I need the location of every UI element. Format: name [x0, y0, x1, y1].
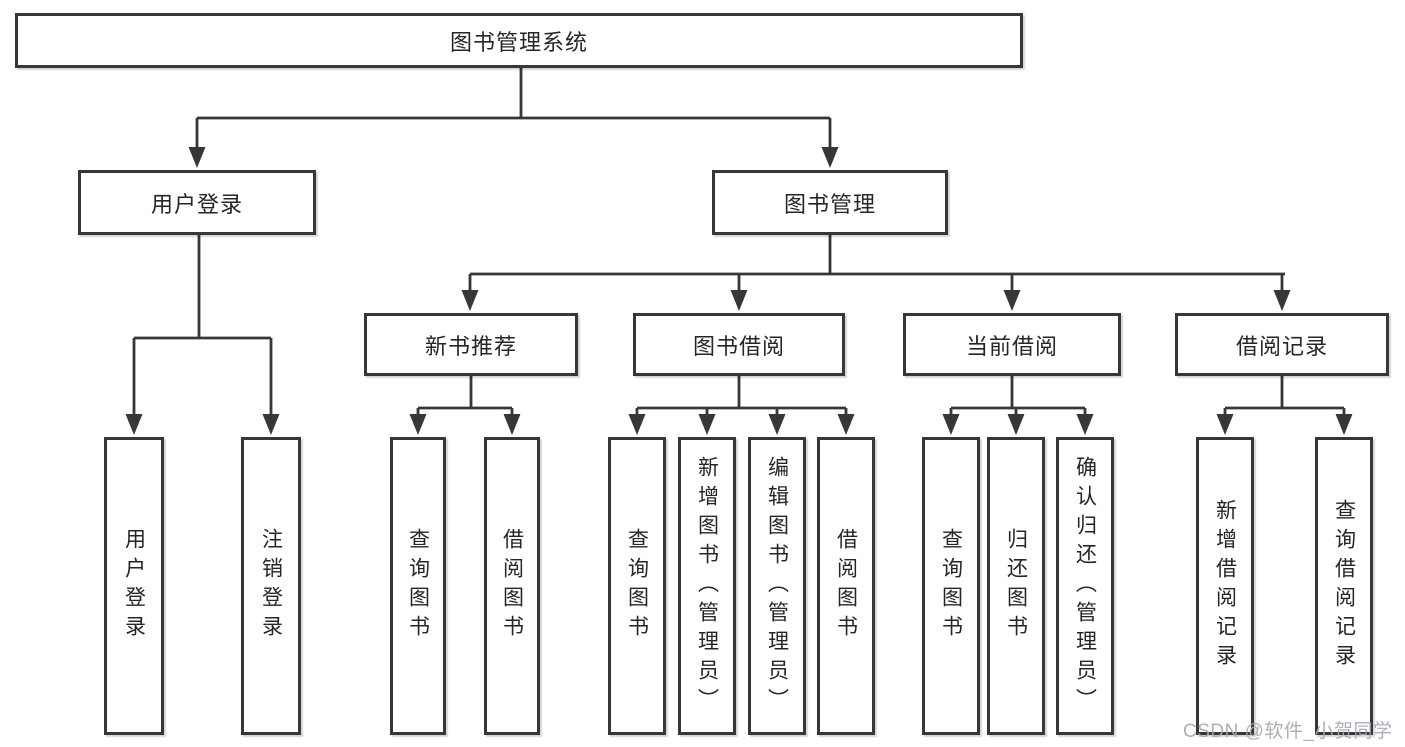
node-root-label: 图书管理系统 [449, 29, 588, 55]
leaf-edit-books-admin: 编辑图书（管理员） [748, 437, 806, 735]
connector-arrowhead [1007, 414, 1025, 435]
connector-arrowhead [1273, 290, 1291, 311]
connector-arrowhead [628, 414, 646, 435]
connector-arrowhead [1216, 414, 1234, 435]
connector-arrowhead [262, 414, 280, 435]
leaf-query-books-borrowing-label: 查询图书 [625, 528, 649, 644]
leaf-user-login-label: 用户登录 [122, 528, 146, 644]
connector-arrowhead [768, 414, 786, 435]
leaf-user-login: 用户登录 [104, 437, 164, 735]
leaf-borrow-books-recommend-label: 借阅图书 [500, 528, 524, 644]
connector-arrowhead [188, 147, 206, 168]
leaf-logout: 注销登录 [241, 437, 301, 735]
node-book-borrowing: 图书借阅 [633, 313, 845, 376]
connector-arrowhead [821, 147, 839, 168]
node-book-management: 图书管理 [712, 170, 948, 235]
node-new-book-recommend: 新书推荐 [364, 313, 578, 376]
leaf-add-books-admin-label: 新增图书（管理员） [695, 455, 719, 717]
connector-arrowhead [503, 414, 521, 435]
node-book-borrowing-label: 图书借阅 [692, 333, 785, 359]
leaf-query-borrow-record-label: 查询借阅记录 [1332, 499, 1356, 673]
connector-arrowhead [409, 414, 427, 435]
leaf-return-books-label: 归还图书 [1004, 528, 1028, 644]
leaf-add-borrow-record: 新增借阅记录 [1196, 437, 1254, 735]
connector-arrowhead [1335, 414, 1353, 435]
leaf-borrow-books-recommend: 借阅图书 [484, 437, 540, 735]
node-borrow-records-label: 借阅记录 [1235, 333, 1328, 359]
leaf-add-books-admin: 新增图书（管理员） [678, 437, 736, 735]
connector-arrowhead [837, 414, 855, 435]
connector-arrowhead [698, 414, 716, 435]
leaf-query-books-current: 查询图书 [922, 437, 980, 735]
leaf-borrow-books-borrowing-label: 借阅图书 [834, 528, 858, 644]
connector-arrowhead [1076, 414, 1094, 435]
leaf-edit-books-admin-label: 编辑图书（管理员） [765, 455, 789, 717]
leaf-query-borrow-record: 查询借阅记录 [1315, 437, 1373, 735]
leaf-add-borrow-record-label: 新增借阅记录 [1213, 499, 1237, 673]
node-user-login: 用户登录 [78, 170, 316, 235]
leaf-query-books-recommend-label: 查询图书 [406, 528, 430, 644]
connector-arrowhead [1003, 290, 1021, 311]
node-borrow-records: 借阅记录 [1175, 313, 1389, 376]
leaf-query-books-current-label: 查询图书 [939, 528, 963, 644]
connector-arrowhead [730, 290, 748, 311]
csdn-watermark: CSDN @软件_小贺同学 [1183, 721, 1393, 742]
leaf-logout-label: 注销登录 [259, 528, 283, 644]
connector-arrowhead [461, 290, 479, 311]
node-book-management-label: 图书管理 [783, 191, 876, 217]
leaf-confirm-return-admin: 确认归还（管理员） [1056, 437, 1114, 735]
node-new-book-recommend-label: 新书推荐 [424, 333, 517, 359]
connector-arrowhead [125, 414, 143, 435]
leaf-return-books: 归还图书 [987, 437, 1045, 735]
connector-arrowhead [942, 414, 960, 435]
leaf-query-books-recommend: 查询图书 [390, 437, 446, 735]
node-root: 图书管理系统 [15, 13, 1023, 68]
leaf-borrow-books-borrowing: 借阅图书 [817, 437, 875, 735]
node-current-borrowing: 当前借阅 [903, 313, 1121, 376]
node-user-login-label: 用户登录 [150, 191, 243, 217]
leaf-confirm-return-admin-label: 确认归还（管理员） [1073, 455, 1097, 717]
leaf-query-books-borrowing: 查询图书 [608, 437, 666, 735]
node-current-borrowing-label: 当前借阅 [965, 333, 1058, 359]
